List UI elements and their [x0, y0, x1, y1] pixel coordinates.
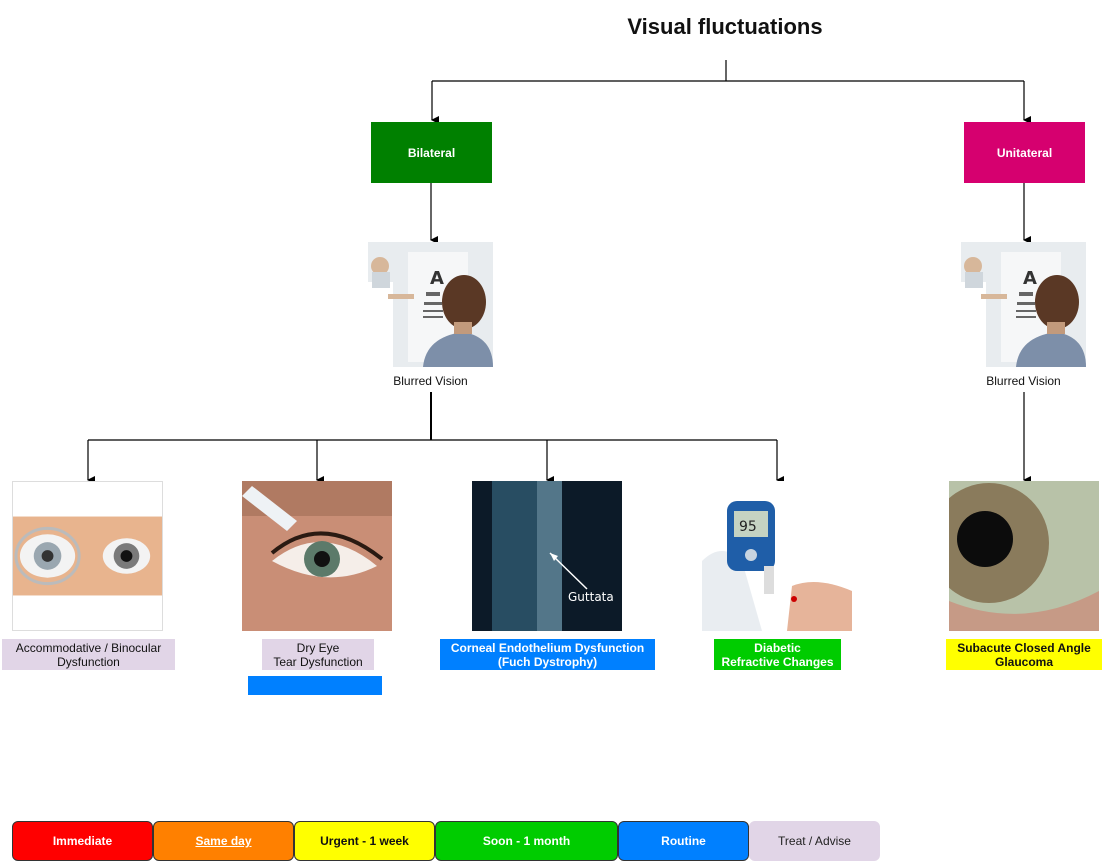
glucose-meter-image: 95	[702, 481, 852, 631]
condition-label-line2: Tear Dysfunction	[273, 654, 363, 669]
binocular-eyes-image	[12, 481, 163, 631]
condition-label-line1: Corneal Endothelium Dysfunction	[450, 640, 645, 655]
eye-test-image-left: A	[368, 242, 493, 367]
condition-label-glaucoma: Subacute Closed Angle Glaucoma	[946, 639, 1102, 670]
condition-label-line2: Glaucoma	[994, 654, 1054, 669]
condition-label-line2: (Fuch Dystrophy)	[497, 654, 598, 669]
condition-label-corneal: Corneal Endothelium Dysfunction (Fuch Dy…	[440, 639, 655, 670]
legend-routine: Routine	[618, 821, 749, 861]
symptom-label-right: Blurred Vision	[986, 374, 1061, 388]
condition-label-dry-eye: Dry Eye Tear Dysfunction	[262, 639, 374, 670]
condition-label-accommodative: Accommodative / Binocular Dysfunction	[2, 639, 175, 670]
condition-label-line2: Dysfunction	[57, 654, 120, 669]
legend-treat-advise: Treat / Advise	[749, 821, 880, 861]
condition-label-line2: Refractive Changes	[721, 654, 834, 669]
glucose-reading: 95	[739, 519, 757, 535]
dry-eye-routine-bar	[248, 676, 382, 695]
bilateral-box: Bilateral	[371, 122, 492, 183]
legend-immediate: Immediate	[12, 821, 153, 861]
glaucoma-eye-image	[949, 481, 1099, 631]
diagram-title: Visual fluctuations	[627, 14, 823, 39]
eye-test-image-right: A	[961, 242, 1086, 367]
chart-letter: A	[430, 268, 444, 289]
symptom-label-left: Blurred Vision	[393, 374, 468, 388]
condition-label-line1: Subacute Closed Angle	[957, 640, 1091, 655]
condition-label-line1: Diabetic	[754, 640, 801, 655]
condition-label-line1: Accommodative / Binocular	[15, 640, 162, 655]
legend-urgent: Urgent - 1 week	[294, 821, 435, 861]
guttata-label: Guttata	[568, 590, 614, 604]
condition-label-line1: Dry Eye	[296, 640, 340, 655]
guttata-image: Guttata	[472, 481, 622, 631]
eye-drop-image	[242, 481, 392, 631]
legend-soon: Soon - 1 month	[435, 821, 618, 861]
condition-label-diabetic: Diabetic Refractive Changes	[714, 639, 841, 670]
unilateral-box: Unitateral	[964, 122, 1085, 183]
legend-same-day: Same day	[153, 821, 294, 861]
chart-letter: A	[1023, 268, 1037, 289]
